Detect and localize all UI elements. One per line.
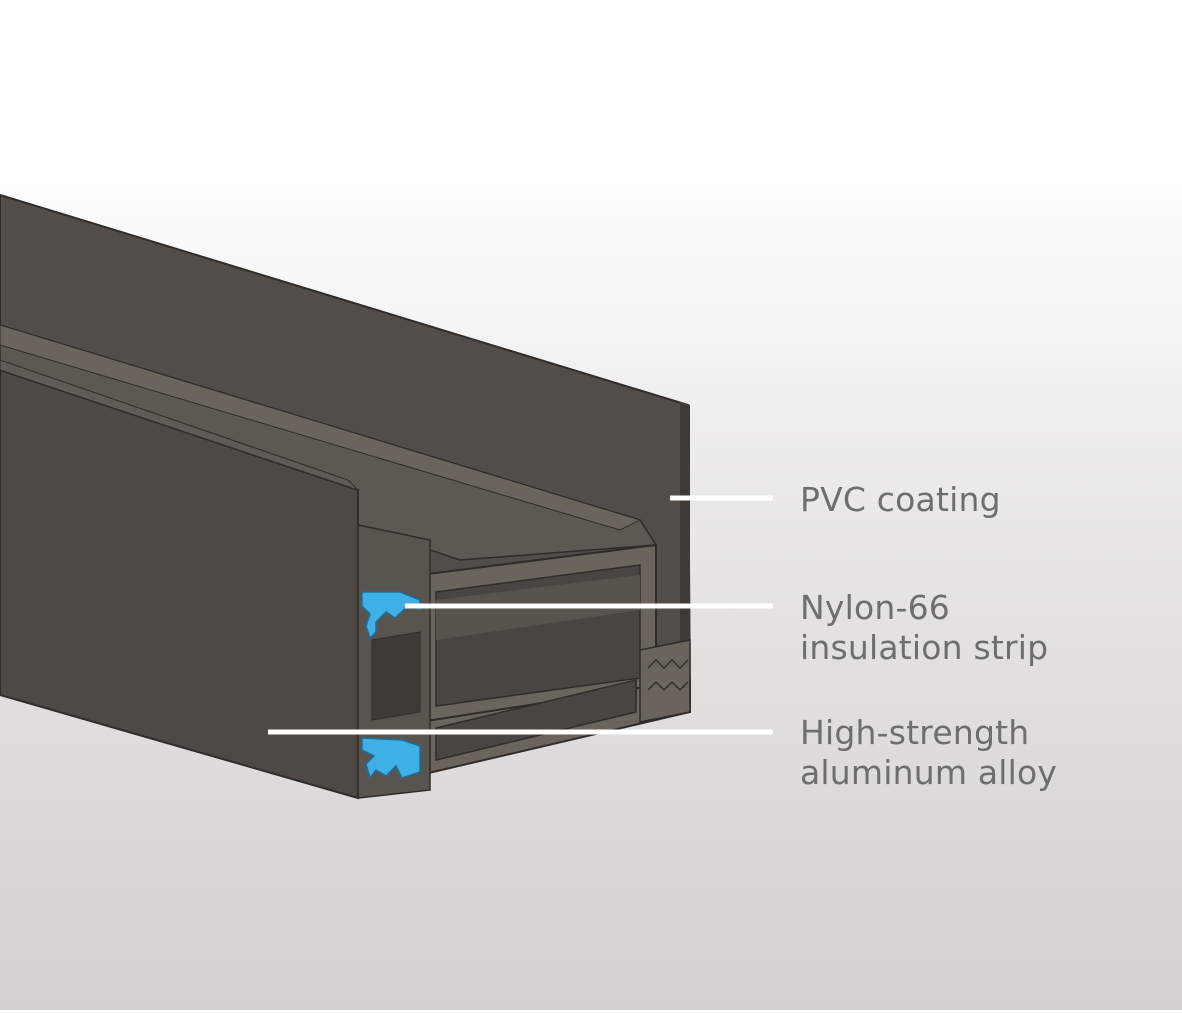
insulation-strip-lower xyxy=(361,737,421,780)
profile-front-plate-top xyxy=(0,359,359,491)
callout-aluminum-alloy: High-strength aluminum alloy xyxy=(800,713,1057,793)
callout-pvc-line1: PVC coating xyxy=(800,480,1001,519)
profile-web-inner xyxy=(371,631,421,721)
profile-top-ridge xyxy=(0,324,642,531)
callout-pvc-coating: PVC coating xyxy=(800,480,1001,520)
profile-back-wall-end xyxy=(680,402,690,714)
callout-aluminum-line2: aluminum alloy xyxy=(800,753,1058,792)
profile-side-grooves xyxy=(639,639,691,723)
callout-nylon-line1: Nylon-66 xyxy=(800,588,950,627)
callout-nylon-line2: insulation strip xyxy=(800,628,1049,667)
callout-nylon-strip: Nylon-66 insulation strip xyxy=(800,588,1048,668)
callout-aluminum-line1: High-strength xyxy=(800,713,1030,752)
